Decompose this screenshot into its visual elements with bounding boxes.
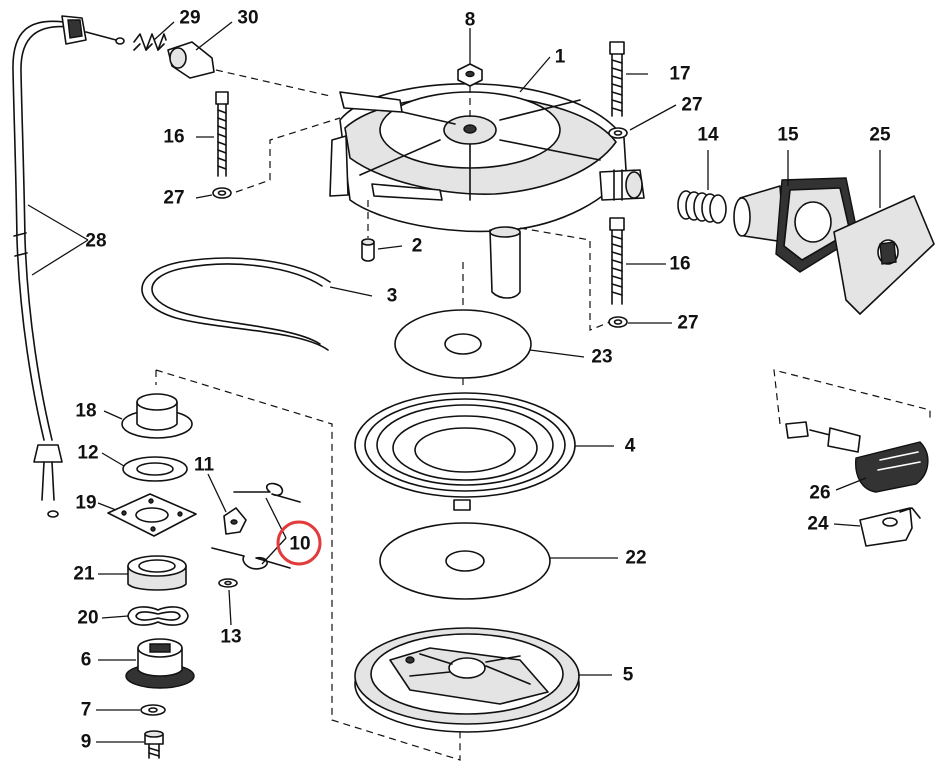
part-14-spring	[677, 190, 727, 224]
callout-2: 2	[411, 235, 423, 257]
callout-16-left: 16	[163, 126, 185, 148]
callout-1: 1	[554, 46, 566, 68]
callout-10: 10	[289, 533, 311, 555]
callout-6: 6	[80, 649, 92, 671]
callout-30: 30	[237, 7, 259, 29]
part-3-cord	[141, 257, 331, 351]
part-27-washer-left	[212, 187, 232, 199]
part-22-disc	[379, 522, 551, 600]
part-13-washer	[218, 578, 238, 588]
part-1-housing	[329, 83, 645, 299]
part-12-washer	[122, 456, 188, 482]
part-20-ring	[127, 606, 189, 626]
part-9-screw	[144, 730, 164, 759]
part-16-stud-left	[215, 91, 229, 177]
callout-11: 11	[193, 454, 215, 476]
callout-19: 19	[75, 492, 97, 514]
part-19-gasket	[107, 493, 197, 537]
part-27-washer-bottom	[608, 316, 628, 328]
callout-23: 23	[591, 346, 613, 368]
leader-lines	[27, 21, 881, 743]
part-6-hub	[125, 638, 195, 689]
part-27-washer-top	[608, 127, 628, 139]
part-28-cable	[12, 15, 125, 518]
part-21-bushing	[127, 555, 187, 591]
part-4-coil-spring	[354, 392, 576, 511]
part-5-pulley	[354, 627, 580, 733]
callout-15: 15	[777, 124, 799, 146]
part-17-stud	[609, 41, 625, 117]
callout-24: 24	[807, 513, 829, 535]
callout-27-left: 27	[163, 187, 185, 209]
part-29-spring	[133, 33, 167, 51]
callout-21: 21	[73, 563, 95, 585]
callout-18: 18	[75, 400, 97, 422]
highlight-circle	[276, 520, 322, 566]
callout-26: 26	[809, 482, 831, 504]
callout-17: 17	[669, 63, 691, 85]
callout-8: 8	[464, 9, 476, 31]
callout-13: 13	[220, 626, 242, 648]
callout-22: 22	[625, 547, 647, 569]
part-18-cup	[121, 393, 193, 439]
callout-27-bottom: 27	[677, 312, 699, 334]
callout-28: 28	[85, 230, 107, 252]
callout-25: 25	[869, 124, 891, 146]
callout-5: 5	[622, 664, 634, 686]
part-16-stud-right	[609, 217, 625, 305]
callout-12: 12	[77, 442, 99, 464]
part-26-handle	[773, 369, 931, 493]
part-10-springs	[211, 482, 301, 570]
callout-7: 7	[80, 699, 92, 721]
callout-20: 20	[77, 607, 99, 629]
part-7-washer	[140, 704, 166, 716]
callout-14: 14	[697, 124, 719, 146]
callout-9: 9	[80, 731, 92, 753]
callout-4: 4	[624, 435, 636, 457]
callout-16-right: 16	[669, 253, 691, 275]
part-24-clip	[859, 507, 921, 547]
part-11-pawl	[223, 507, 247, 535]
part-30-plug	[167, 41, 331, 97]
part-23-disc	[394, 262, 532, 388]
callout-29: 29	[179, 7, 201, 29]
callout-27-top: 27	[681, 94, 703, 116]
part-2-pin	[361, 200, 375, 262]
part-25-plate	[833, 195, 935, 315]
callout-3: 3	[386, 285, 398, 307]
